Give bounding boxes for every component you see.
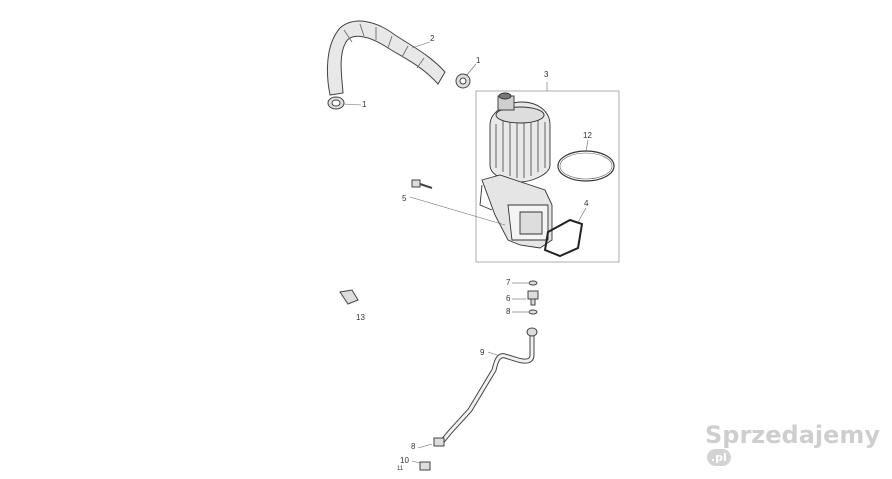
- callout-9: 9: [480, 348, 485, 357]
- watermark-logo: Sprzedajemy.pl: [705, 421, 881, 466]
- callout-8-top: 8: [506, 307, 511, 316]
- callout-12: 12: [583, 131, 592, 140]
- clip-part: [339, 289, 359, 305]
- callout-1-top: 1: [476, 56, 481, 65]
- callout-3: 3: [544, 70, 549, 79]
- callout-8-bottom: 8: [411, 442, 416, 451]
- callout-10: 10: [400, 456, 409, 465]
- assembly-frame: [475, 90, 620, 263]
- callout-2: 2: [430, 34, 435, 43]
- callout-7: 7: [506, 278, 511, 287]
- clamp-left-part: [327, 96, 345, 110]
- callout-13: 13: [356, 313, 365, 322]
- o-ring-part: [557, 150, 615, 182]
- callout-5: 5: [402, 194, 407, 203]
- separator-assembly-part: [479, 92, 553, 249]
- fitting-parts: [527, 280, 539, 315]
- callout-4: 4: [584, 199, 589, 208]
- leader-lines: [343, 41, 589, 465]
- clamp-top-part: [455, 73, 471, 89]
- callout-1-left: 1: [362, 100, 367, 109]
- hose-part: [326, 20, 446, 96]
- callout-6: 6: [506, 294, 511, 303]
- gasket-part: [543, 218, 584, 258]
- callout-11: 11: [397, 466, 404, 472]
- pipe-part: [419, 327, 538, 471]
- bolt-part: [411, 179, 433, 189]
